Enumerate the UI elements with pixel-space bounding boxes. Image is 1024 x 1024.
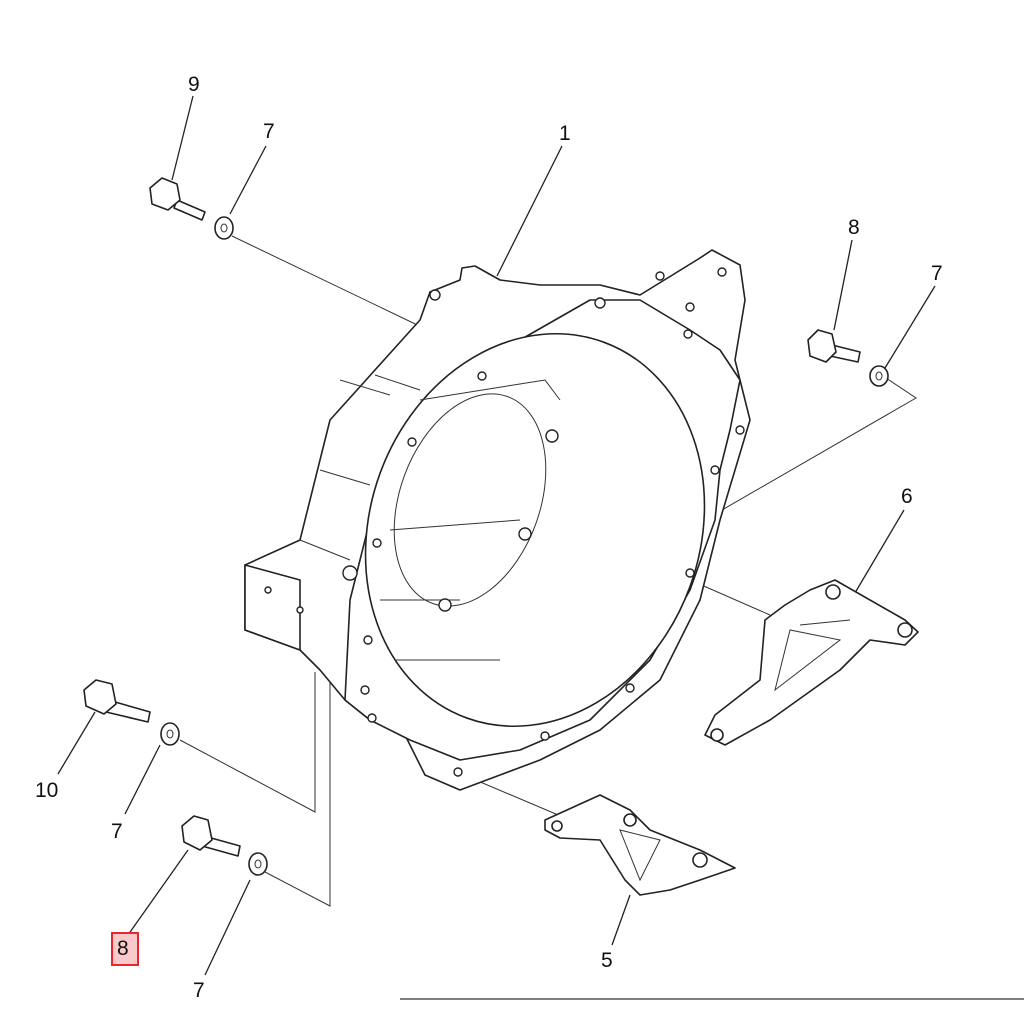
washer-7-left <box>160 722 180 746</box>
callout-7-right[interactable]: 7 <box>931 262 943 285</box>
washer-7-bottom <box>248 852 268 876</box>
bolt-9 <box>149 177 206 221</box>
callout-7-left[interactable]: 7 <box>111 820 123 843</box>
callout-8-selected[interactable]: 8 <box>117 937 129 960</box>
bolt-8-right <box>807 329 861 363</box>
selected-part-highlight[interactable] <box>111 932 139 966</box>
callout-5[interactable]: 5 <box>601 949 613 972</box>
washer-7-top <box>214 216 234 240</box>
bracket-6 <box>704 579 919 746</box>
callout-10[interactable]: 10 <box>35 779 58 802</box>
callout-1[interactable]: 1 <box>559 122 571 145</box>
flywheel-housing <box>244 249 751 791</box>
callout-7-top[interactable]: 7 <box>263 120 275 143</box>
callout-8-right[interactable]: 8 <box>848 216 860 239</box>
washer-7-right <box>869 365 889 387</box>
bracket-5 <box>544 794 736 896</box>
callout-7-bottom[interactable]: 7 <box>193 979 205 1002</box>
bolt-8-selected <box>181 815 241 857</box>
bolt-10 <box>83 679 151 723</box>
callout-9[interactable]: 9 <box>188 73 200 96</box>
leader-lines <box>57 95 936 976</box>
callout-6[interactable]: 6 <box>901 485 913 508</box>
